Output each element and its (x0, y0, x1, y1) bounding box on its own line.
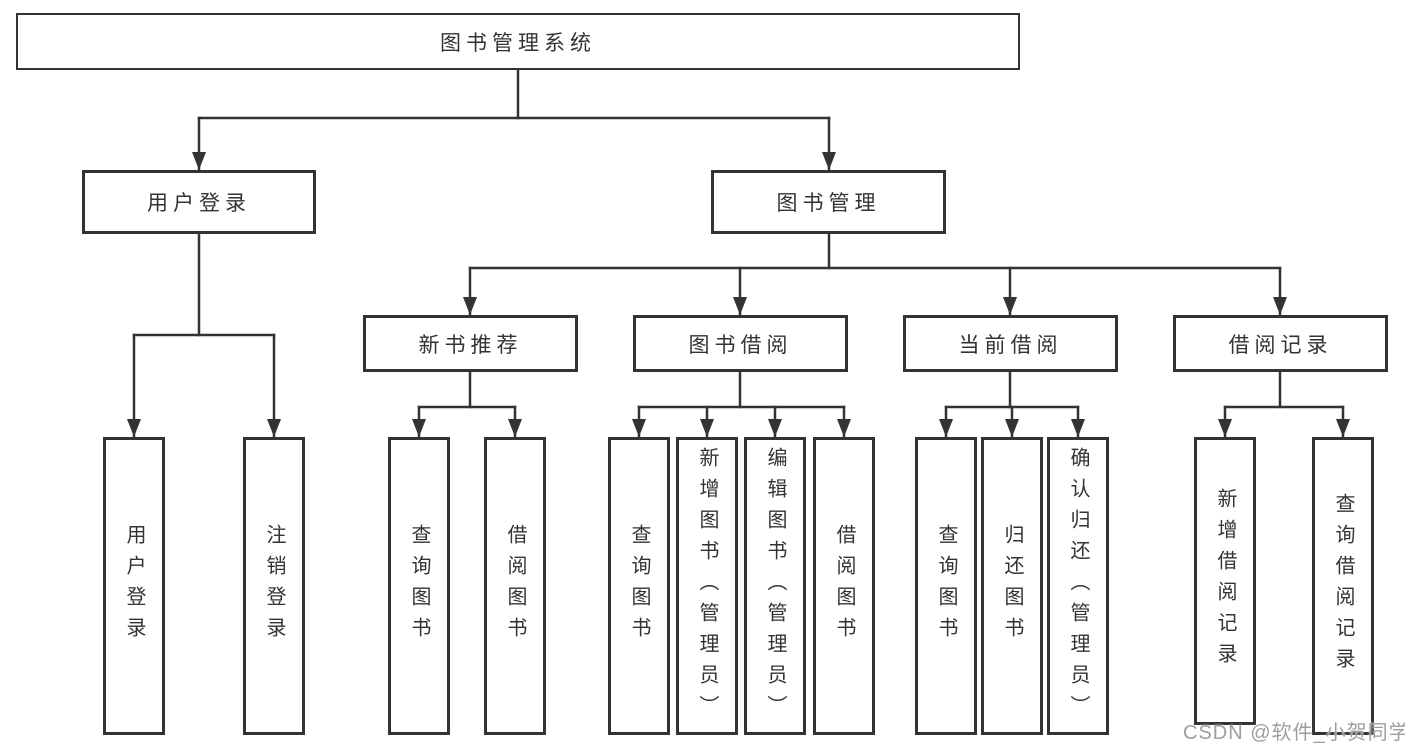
node-label: 用户登录 (147, 192, 251, 215)
leaf-label: 编辑图书（管理员） (764, 446, 786, 726)
connector-root (192, 68, 836, 172)
connector-book-management (463, 232, 1287, 317)
node-book-management: 图书管理 (711, 170, 946, 234)
node-label: 图书借阅 (688, 333, 793, 357)
connector-current-borrowing (939, 370, 1085, 439)
leaf-query-books-current: 查询图书 (915, 437, 977, 735)
leaf-label: 归还图书 (1001, 524, 1023, 648)
leaf-return-books: 归还图书 (981, 437, 1043, 735)
leaf-query-books-recommend: 查询图书 (388, 437, 450, 735)
leaf-edit-books-admin: 编辑图书（管理员） (744, 437, 806, 735)
leaf-label: 注销登录 (263, 524, 285, 648)
csdn-watermark: CSDN @软件_小贺同学 (1183, 722, 1405, 744)
node-book-borrowing: 图书借阅 (633, 315, 848, 372)
leaf-label: 借阅图书 (833, 524, 855, 648)
node-new-book-recommendation: 新书推荐 (363, 315, 578, 372)
leaf-label: 新增图书（管理员） (696, 446, 718, 726)
node-label: 借阅记录 (1228, 333, 1333, 357)
connector-user-login (127, 232, 281, 439)
connector-book-borrowing (632, 370, 851, 439)
leaf-label: 查询图书 (935, 524, 957, 648)
leaf-label: 查询图书 (628, 524, 650, 648)
leaf-query-borrow-record: 查询借阅记录 (1312, 437, 1374, 735)
node-library-management-system: 图书管理系统 (16, 13, 1020, 70)
leaf-confirm-return-admin: 确认归还（管理员） (1047, 437, 1109, 735)
leaf-label: 借阅图书 (504, 524, 526, 648)
connector-borrowing-records (1218, 370, 1350, 439)
node-current-borrowing: 当前借阅 (903, 315, 1118, 372)
leaf-borrow-books-recommend: 借阅图书 (484, 437, 546, 735)
connector-new-book-recommendation (412, 370, 522, 439)
node-label: 新书推荐 (418, 333, 523, 357)
leaf-label: 新增借阅记录 (1214, 488, 1236, 674)
leaf-label: 查询借阅记录 (1332, 493, 1354, 679)
node-label: 图书管理系统 (440, 31, 596, 55)
leaf-logout: 注销登录 (243, 437, 305, 735)
leaf-add-borrow-record: 新增借阅记录 (1194, 437, 1256, 725)
node-user-login: 用户登录 (82, 170, 316, 234)
leaf-user-login: 用户登录 (103, 437, 165, 735)
leaf-query-books-borrowing: 查询图书 (608, 437, 670, 735)
leaf-label: 用户登录 (123, 524, 145, 648)
node-label: 图书管理 (776, 192, 881, 215)
leaf-add-books-admin: 新增图书（管理员） (676, 437, 738, 735)
leaf-label: 查询图书 (408, 524, 430, 648)
leaf-label: 确认归还（管理员） (1067, 446, 1089, 726)
node-label: 当前借阅 (958, 333, 1063, 357)
leaf-borrow-books-borrowing: 借阅图书 (813, 437, 875, 735)
node-borrowing-records: 借阅记录 (1173, 315, 1388, 372)
